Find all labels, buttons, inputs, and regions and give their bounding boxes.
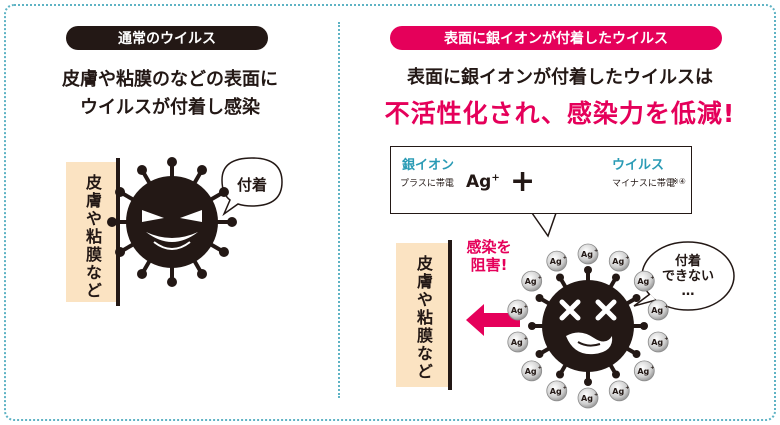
silver-ion-label: Ag xyxy=(525,367,537,376)
silver-ion-icon: Ag+ xyxy=(633,270,655,292)
silver-ion-label: Ag xyxy=(550,387,562,396)
silver-ion-charge: + xyxy=(650,275,654,281)
silver-ion-charge: + xyxy=(664,336,668,342)
skin-label-left: 皮膚や粘膜など xyxy=(83,174,102,300)
outer-frame xyxy=(4,4,776,421)
ag-symbol: Ag+ xyxy=(466,172,500,192)
silver-ion-icon: Ag+ xyxy=(577,387,599,409)
silver-ion-charge: + xyxy=(538,365,542,371)
virus-icon-evil xyxy=(107,157,237,287)
silver-ion-charge: + xyxy=(594,392,598,398)
block-infection-line1: 感染を xyxy=(466,238,512,256)
silver-ion-charge: + xyxy=(594,248,598,254)
ag-charge: + xyxy=(491,172,500,184)
panel-divider xyxy=(338,22,340,398)
virus-spike xyxy=(192,259,204,275)
cannot-attach-line3: … xyxy=(681,284,695,299)
right-lead-text: 表面に銀イオンが付着したウイルスは xyxy=(407,67,713,88)
silver-ion-label: Ag xyxy=(525,277,537,286)
silver-virus-badge: 表面に銀イオンが付着したウイルス xyxy=(390,26,722,50)
silver-ion-icon: Ag+ xyxy=(577,243,599,265)
info-box xyxy=(390,146,692,214)
skin-edge-right xyxy=(448,240,452,390)
silver-ion-charge: + xyxy=(625,255,629,261)
silver-ion-icon: Ag+ xyxy=(647,331,669,353)
virus-icon-dizzy xyxy=(528,266,648,386)
virus-spike xyxy=(192,169,204,185)
silver-ion-icon: Ag+ xyxy=(546,250,568,272)
silver-ion-label: 銀イオン xyxy=(402,158,455,173)
silver-ion-charge: + xyxy=(664,304,668,310)
silver-ion-label: Ag xyxy=(550,257,562,266)
virus-spike xyxy=(209,190,225,202)
silver-ion-charge: + xyxy=(524,304,528,310)
cannot-attach-line2: できない xyxy=(661,269,714,284)
plus-sign: + xyxy=(510,164,536,199)
cannot-attach-bubble-text: 付着 できない … xyxy=(646,254,730,299)
silver-ion-charge: + xyxy=(563,385,567,391)
silver-ion-icon: Ag+ xyxy=(521,270,543,292)
normal-virus-badge: 通常のウイルス xyxy=(66,26,268,50)
skin-label-right: 皮膚や粘膜など xyxy=(414,255,433,381)
info-box-pointer xyxy=(530,212,558,238)
silver-ion-icon: Ag+ xyxy=(507,331,529,353)
virus-sub: マイナスに帯電 xyxy=(612,179,675,189)
silver-ion-charge: + xyxy=(524,336,528,342)
virus-note: ※④ xyxy=(672,177,686,186)
block-infection-line2: 阻害! xyxy=(470,256,508,274)
arrow-left-icon xyxy=(466,304,520,336)
block-infection-text: 感染を 阻害! xyxy=(456,238,522,274)
cannot-attach-line1: 付着 xyxy=(674,254,701,269)
attach-bubble-text: 付着 xyxy=(236,176,267,194)
silver-ion-label: Ag xyxy=(651,306,663,315)
silver-ion-label: Ag xyxy=(637,277,649,286)
virus-spike xyxy=(140,259,152,275)
silver-ion-icon: Ag+ xyxy=(546,380,568,402)
silver-ion-charge: + xyxy=(538,275,542,281)
silver-ion-icon: Ag+ xyxy=(647,299,669,321)
silver-ion-label: Ag xyxy=(651,338,663,347)
silver-ion-label: Ag xyxy=(612,257,624,266)
right-headline: 不活性化され、感染力を低減! xyxy=(384,99,736,128)
silver-ion-label: Ag xyxy=(581,250,593,259)
silver-ion-label: Ag xyxy=(637,367,649,376)
virus-label: ウイルス xyxy=(612,158,665,173)
virus-spike xyxy=(119,242,135,254)
silver-ion-ring: Ag+Ag+Ag+Ag+Ag+Ag+Ag+Ag+Ag+Ag+Ag+Ag+Ag+A… xyxy=(507,243,669,409)
silver-ion-icon: Ag+ xyxy=(608,380,630,402)
silver-ion-icon: Ag+ xyxy=(608,250,630,272)
silver-ion-icon: Ag+ xyxy=(521,360,543,382)
silver-ion-charge: + xyxy=(563,255,567,261)
ag-symbol-text: Ag xyxy=(466,172,492,192)
skin-block-left: 皮膚や粘膜など xyxy=(66,162,118,302)
virus-spike xyxy=(140,169,152,185)
silver-ion-charge: + xyxy=(650,365,654,371)
silver-ion-label: Ag xyxy=(612,387,624,396)
silver-ion-charge: + xyxy=(625,385,629,391)
virus-spike xyxy=(119,190,135,202)
silver-ion-sub: プラスに帯電 xyxy=(400,179,454,189)
silver-ion-label: Ag xyxy=(511,306,523,315)
left-lead-line1: 皮膚や粘膜のなどの表面に xyxy=(62,69,278,90)
silver-ion-icon: Ag+ xyxy=(633,360,655,382)
skin-edge-left xyxy=(116,158,120,306)
silver-ion-label: Ag xyxy=(511,338,523,347)
left-lead-line2: ウイルスが付着し感染 xyxy=(80,97,260,118)
left-lead-text: 皮膚や粘膜のなどの表面に ウイルスが付着し感染 xyxy=(30,66,310,122)
skin-block-right: 皮膚や粘膜など xyxy=(396,243,450,387)
speech-bubble-left xyxy=(221,157,283,217)
silver-ion-icon: Ag+ xyxy=(507,299,529,321)
silver-ion-label: Ag xyxy=(581,394,593,403)
virus-spike xyxy=(209,242,225,254)
